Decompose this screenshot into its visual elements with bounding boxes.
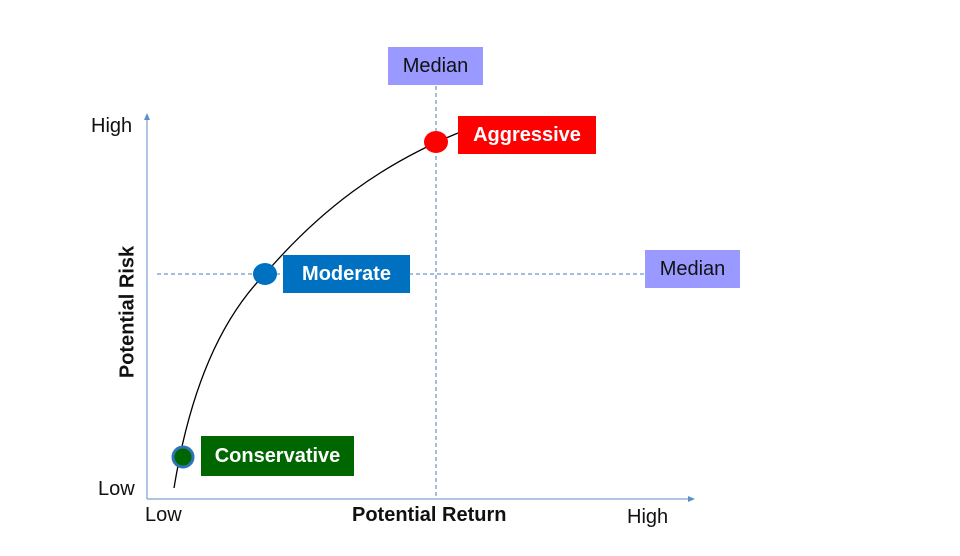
vertical-median-label: Median bbox=[388, 47, 483, 85]
aggressive-dot bbox=[424, 131, 448, 153]
x-low-label: Low bbox=[145, 504, 182, 526]
x-axis-title: Potential Return bbox=[352, 504, 507, 526]
y-low-label: Low bbox=[98, 478, 135, 500]
aggressive-label: Aggressive bbox=[458, 116, 596, 154]
horizontal-median-label: Median bbox=[645, 250, 740, 288]
conservative-label: Conservative bbox=[201, 436, 354, 476]
moderate-dot bbox=[253, 263, 277, 285]
moderate-label: Moderate bbox=[283, 255, 410, 293]
x-high-label: High bbox=[627, 506, 669, 528]
conservative-dot bbox=[171, 445, 195, 469]
risk-return-curve bbox=[173, 132, 459, 489]
y-high-label: High bbox=[91, 115, 133, 137]
y-axis-title: Potential Risk bbox=[116, 245, 139, 379]
